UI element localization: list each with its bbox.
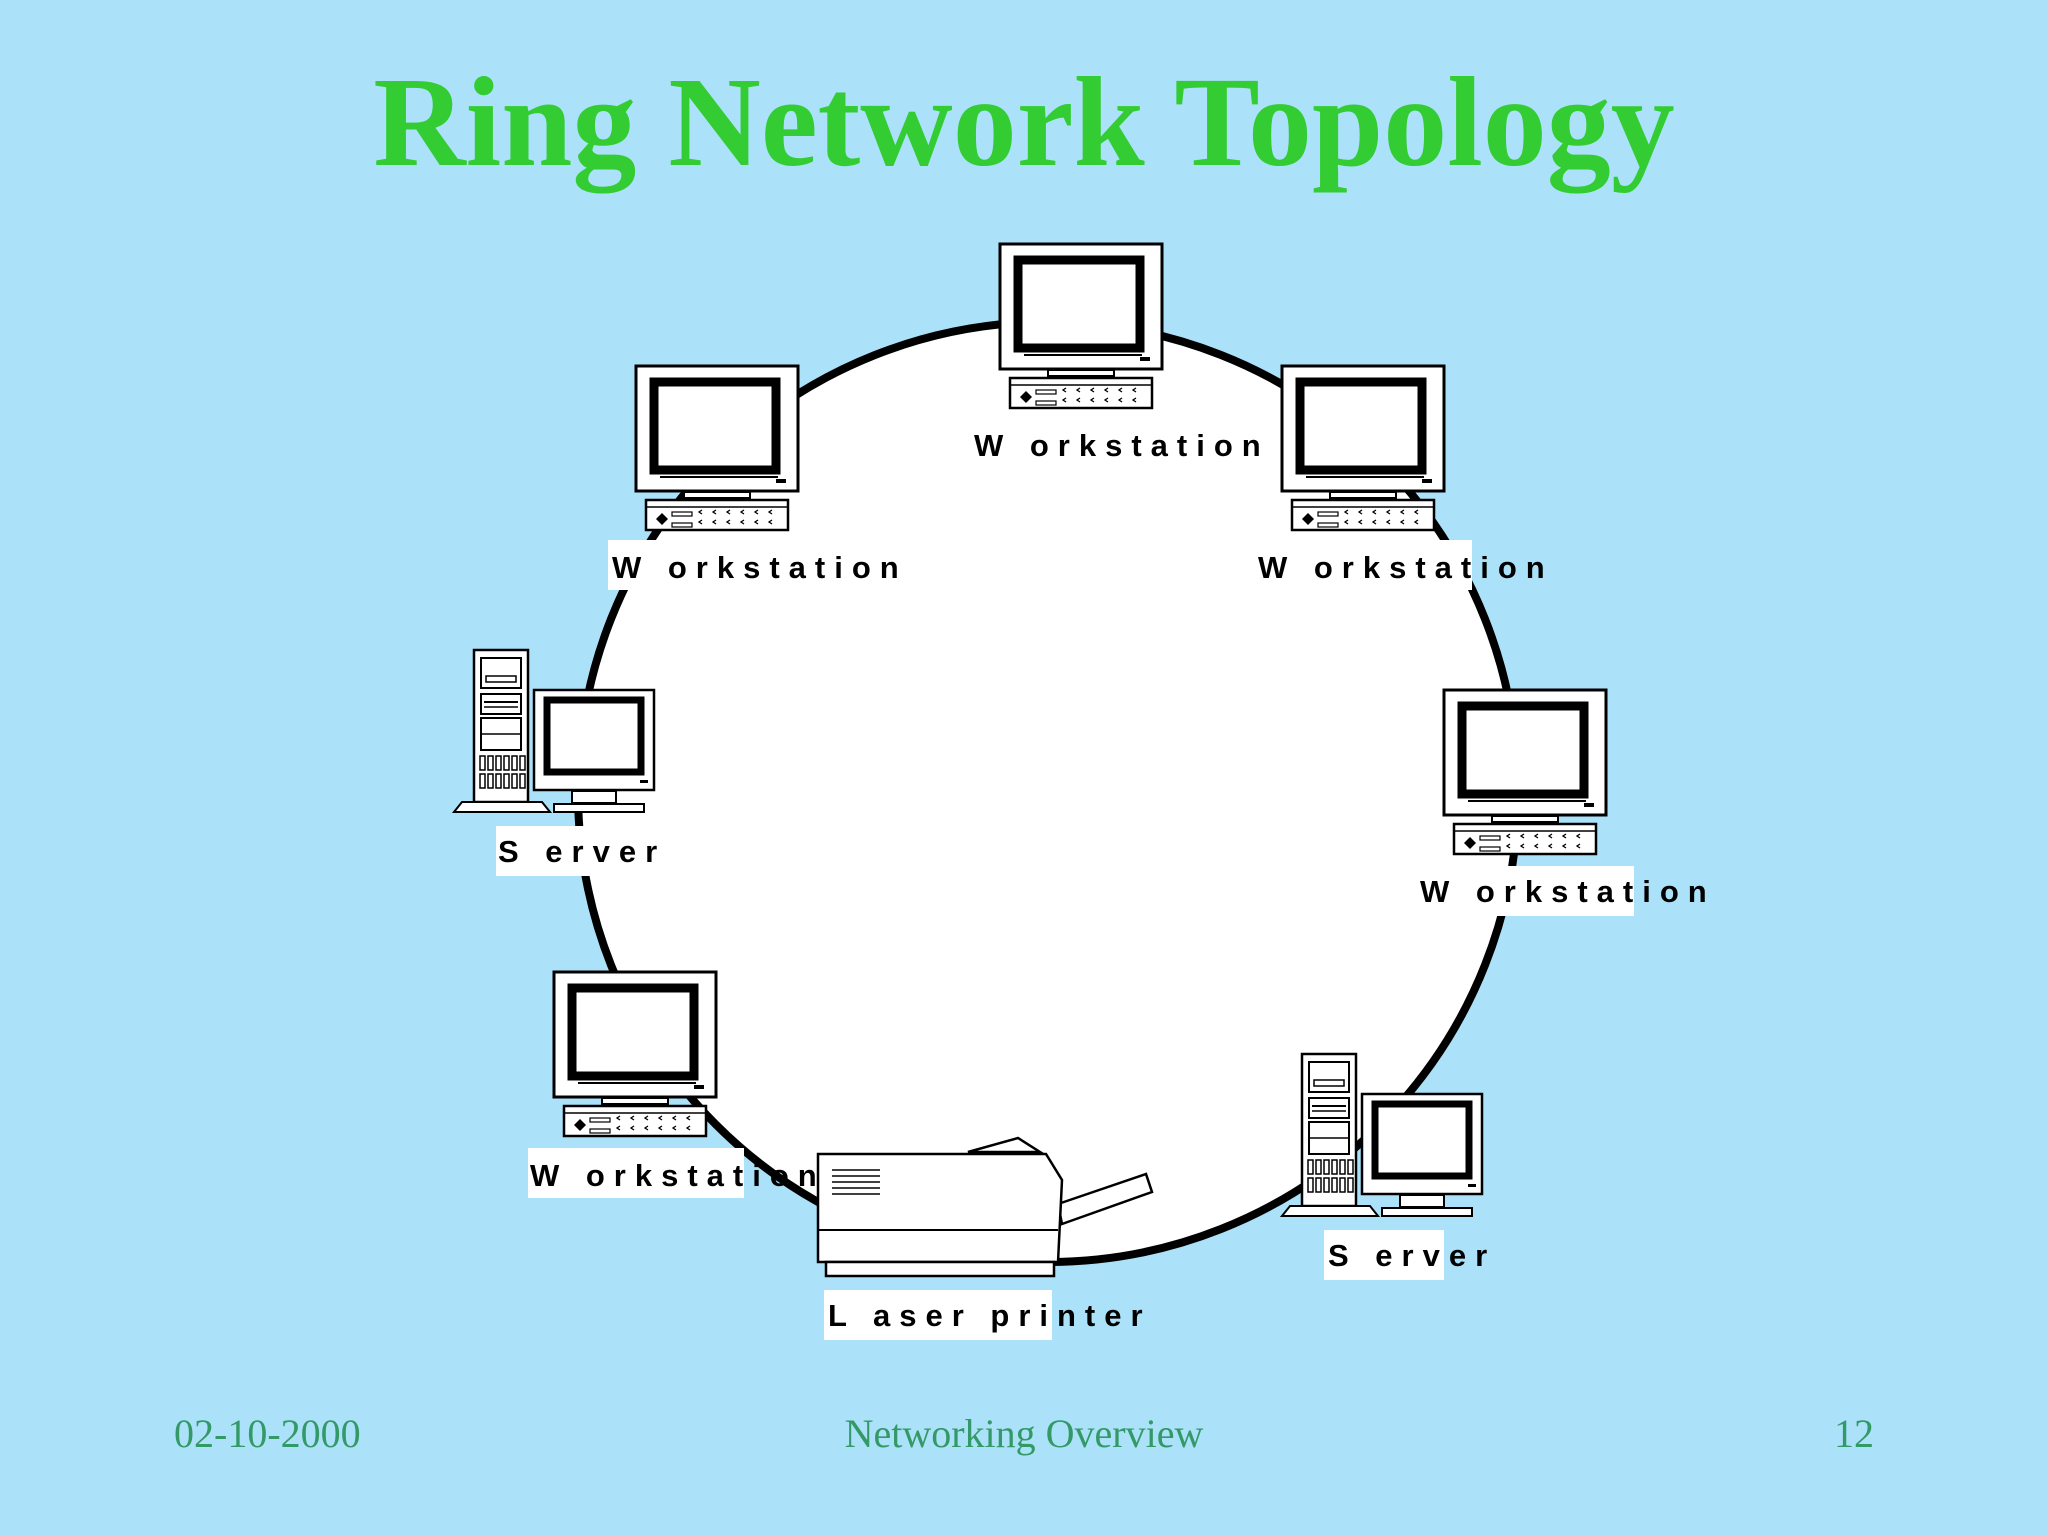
server-lower-right: S erver [1282, 1054, 1496, 1280]
server-lower-right-label: S erver [1328, 1238, 1496, 1273]
workstation-upper-right: W orkstation [1254, 366, 1554, 590]
workstation-top: W orkstation [966, 244, 1270, 468]
workstation-lower-left-label: W orkstation [530, 1158, 826, 1193]
footer-page-number: 12 [1834, 1411, 1874, 1456]
workstation-upper-left: W orkstation [608, 366, 908, 590]
workstation-right-label: W orkstation [1420, 874, 1716, 909]
laser-printer-label: L aser printer [828, 1298, 1152, 1333]
footer-title: Networking Overview [844, 1411, 1204, 1456]
workstation-lower-left: W orkstation [528, 972, 826, 1198]
laser-printer: L aser printer [816, 1136, 1154, 1340]
footer-date: 02-10-2000 [174, 1411, 361, 1456]
workstation-upper-left-label: W orkstation [612, 550, 908, 585]
server-left: S erver [454, 650, 666, 876]
workstation-top-label: W orkstation [974, 428, 1270, 463]
workstation-upper-right-label: W orkstation [1258, 550, 1554, 585]
server-left-label: S erver [498, 834, 666, 869]
workstation-right: W orkstation [1416, 690, 1716, 916]
slide-title: Ring Network Topology [373, 51, 1675, 193]
